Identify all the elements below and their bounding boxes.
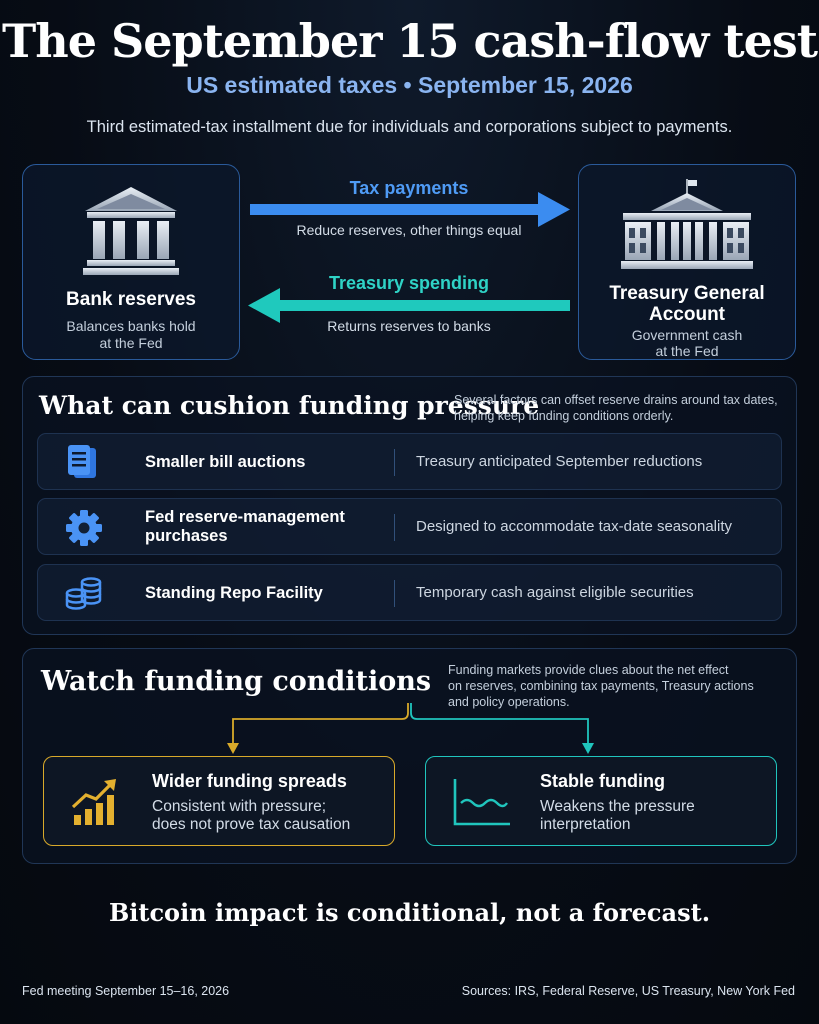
treasury-spending-note: Returns reserves to banks <box>327 318 491 334</box>
cushion-item-divider <box>394 580 395 607</box>
cushion-item-divider <box>394 514 395 541</box>
cushion-panel: What can cushion funding pressure Severa… <box>22 376 797 635</box>
outcome-stable-funding: Stable funding Weakens the pressure inte… <box>425 756 777 846</box>
treasury-general-account-node: Treasury General Account Government cash… <box>578 164 796 360</box>
page-subtitle: US estimated taxes • September 15, 2026 <box>186 72 633 98</box>
treasury-spending-label: Treasury spending <box>328 273 490 293</box>
tga-title-line1: Treasury General <box>609 283 765 304</box>
outcome-desc-line2: interpretation <box>540 816 631 833</box>
cushion-item-name: Smaller bill auctions <box>145 453 306 471</box>
bank-reserves-subtitle-line1: Balances banks hold <box>66 318 196 334</box>
cushion-item-standing-repo-facility: Standing Repo Facility Temporary cash ag… <box>37 564 782 621</box>
cushion-item-description: Treasury anticipated September reduction… <box>416 453 703 470</box>
tax-payments-note: Reduce reserves, other things equal <box>296 222 522 238</box>
watch-panel: Watch funding conditions Funding markets… <box>22 648 797 864</box>
tax-payments-arrow <box>250 192 570 227</box>
bank-reserves-title: Bank reserves <box>66 289 196 310</box>
treasury-building-icon <box>621 179 753 269</box>
branch-connector <box>227 703 594 754</box>
cushion-item-name-line2: purchases <box>145 527 228 545</box>
bank-reserves-node: Bank reserves Balances banks hold at the… <box>22 164 240 360</box>
footer-fed-meeting: Fed meeting September 15–16, 2026 <box>22 984 230 998</box>
conclusion-text: Bitcoin impact is conditional, not a for… <box>108 898 711 927</box>
cushion-item-smaller-bill-auctions: Smaller bill auctions Treasury anticipat… <box>37 433 782 490</box>
watch-note-line3: and policy operations. <box>448 695 570 709</box>
tga-title-line2: Account <box>649 304 725 325</box>
intro-text: Third estimated-tax installment due for … <box>86 118 733 136</box>
outcome-title: Stable funding <box>540 771 665 791</box>
cushion-item-divider <box>394 449 395 476</box>
bank-building-icon <box>83 187 179 275</box>
watch-note-line1: Funding markets provide clues about the … <box>448 663 729 677</box>
flow-arrows <box>248 192 570 323</box>
rising-bar-chart-icon <box>71 779 116 825</box>
cushion-item-fed-purchases: Fed reserve-management purchases Designe… <box>37 498 782 555</box>
cushion-item-description: Temporary cash against eligible securiti… <box>416 584 694 601</box>
footer-sources: Sources: IRS, Federal Reserve, US Treasu… <box>461 984 795 998</box>
outcome-title: Wider funding spreads <box>152 771 347 791</box>
cushion-item-description: Designed to accommodate tax-date seasona… <box>416 518 733 535</box>
tga-subtitle-line1: Government cash <box>631 327 743 343</box>
watch-note-line2: on reserves, combining tax payments, Tre… <box>448 679 754 693</box>
cushion-heading: What can cushion funding pressure <box>39 391 540 420</box>
outcome-wider-spreads: Wider funding spreads Consistent with pr… <box>43 756 395 846</box>
coin-stack-icon <box>65 577 102 610</box>
outcome-desc-line1: Weakens the pressure <box>540 798 695 815</box>
treasury-spending-arrow <box>248 288 570 323</box>
cushion-note-line2: helping keep funding conditions orderly. <box>454 409 674 423</box>
stable-wave-chart-icon <box>453 779 510 826</box>
tax-payments-label: Tax payments <box>349 178 469 198</box>
cushion-item-name-line1: Fed reserve-management <box>145 508 345 526</box>
cushion-note-line1: Several factors can offset reserve drain… <box>454 393 778 407</box>
cushion-item-name: Standing Repo Facility <box>145 584 323 602</box>
bank-reserves-subtitle-line2: at the Fed <box>99 335 163 351</box>
tga-subtitle-line2: at the Fed <box>655 343 719 359</box>
page-title: The September 15 cash-flow test <box>2 14 818 68</box>
document-stack-icon <box>68 445 96 478</box>
outcome-desc-line1: Consistent with pressure; <box>152 798 327 815</box>
watch-heading: Watch funding conditions <box>41 666 432 697</box>
outcome-desc-line2: does not prove tax causation <box>152 816 351 833</box>
gear-icon <box>66 510 102 546</box>
